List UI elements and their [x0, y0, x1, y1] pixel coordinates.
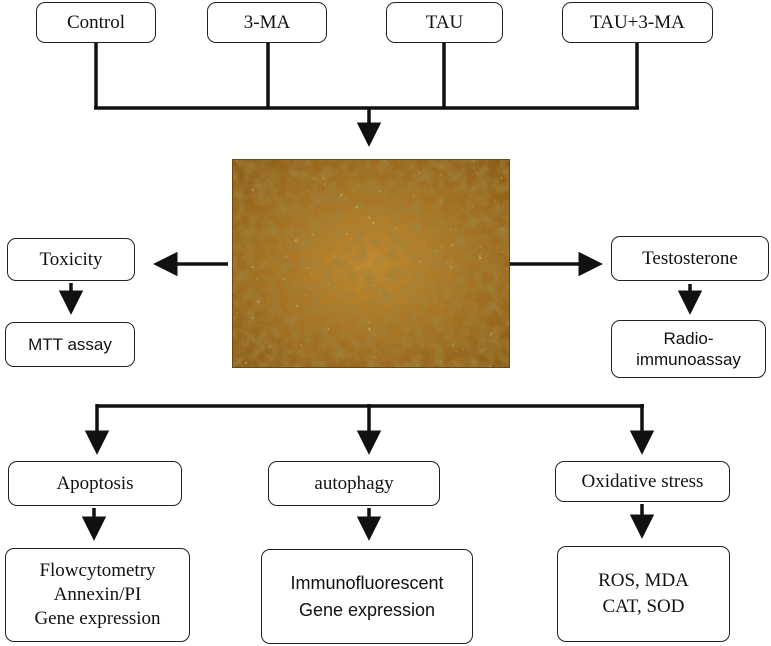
- autophagy-label: autophagy: [314, 472, 394, 494]
- tau-3ma-label: TAU+3-MA: [590, 11, 685, 33]
- oxidative-method-2: CAT, SOD: [602, 596, 685, 617]
- control-label: Control: [66, 11, 126, 33]
- apoptosis-method-1: Flowcytometry: [39, 560, 156, 582]
- tau-3ma-box: TAU+3-MA: [562, 2, 713, 43]
- apoptosis-method-2: Annexin/PI: [53, 584, 142, 606]
- mtt-assay-label: MTT assay: [28, 334, 112, 354]
- 3ma-label: 3-MA: [243, 11, 291, 33]
- 3ma-box: 3-MA: [207, 2, 327, 43]
- oxidative-method-1: ROS, MDA: [598, 570, 689, 592]
- autophagy-method-2: Gene expression: [298, 599, 436, 620]
- tau-box: TAU: [386, 2, 503, 43]
- radio-line-2: immunoassay: [636, 350, 741, 369]
- toxicity-box: Toxicity: [7, 238, 135, 281]
- oxidative-methods-box: ROS, MDA CAT, SOD: [557, 546, 730, 642]
- toxicity-label: Toxicity: [39, 248, 103, 270]
- micrograph-image: [233, 160, 509, 367]
- radio-line-1: Radio-: [663, 328, 714, 348]
- apoptosis-label: Apoptosis: [56, 472, 134, 494]
- oxidative-stress-box: Oxidative stress: [555, 461, 730, 502]
- apoptosis-method-3: Gene expression: [34, 607, 161, 629]
- mtt-assay-box: MTT assay: [5, 322, 135, 367]
- autophagy-methods-box: Immunofluorescent Gene expression: [261, 549, 473, 644]
- control-box: Control: [36, 2, 156, 43]
- tau-label: TAU: [425, 11, 464, 33]
- apoptosis-methods-box: Flowcytometry Annexin/PI Gene expression: [5, 548, 190, 642]
- testosterone-box: Testosterone: [611, 236, 769, 281]
- autophagy-method-1: Immunofluorescent: [290, 572, 444, 593]
- autophagy-box: autophagy: [268, 461, 440, 506]
- radioimmunoassay-box: Radio- immunoassay: [611, 320, 766, 378]
- oxidative-stress-label: Oxidative stress: [581, 470, 704, 492]
- cell-culture-micrograph: [232, 159, 510, 368]
- testosterone-label: Testosterone: [642, 247, 738, 269]
- apoptosis-box: Apoptosis: [8, 461, 182, 506]
